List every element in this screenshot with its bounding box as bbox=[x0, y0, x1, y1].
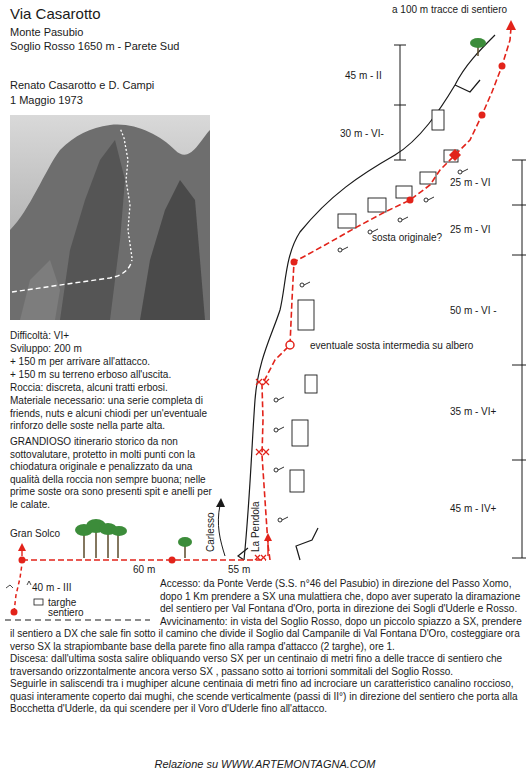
subtitle: Soglio Rosso 1650 m - Parete Sud bbox=[10, 39, 179, 53]
route-title: Via Casarotto bbox=[10, 5, 101, 23]
pitch-label: 50 m - VI - bbox=[450, 305, 497, 318]
info-paragraph: Materiale necessario: una serie completa… bbox=[10, 395, 215, 433]
pitch-bracket bbox=[512, 160, 526, 558]
distance-label: 60 m bbox=[133, 564, 155, 577]
info-paragraph: GRANDIOSO itinerario storico da non sott… bbox=[10, 436, 215, 511]
belay-note: eventuale sosta intermedia su albero bbox=[310, 340, 473, 353]
pitch-label: 45 m - IV+ bbox=[450, 503, 496, 516]
feature-name: Gran Solco bbox=[10, 528, 60, 541]
pitch-label: 45 m - II bbox=[345, 70, 382, 83]
pitch-label: 35 m - VI+ bbox=[450, 406, 496, 419]
approach-path bbox=[5, 498, 272, 620]
access-text: Accesso: da Ponte Verde (S.S. n°46 del P… bbox=[10, 578, 522, 616]
belay-note: sosta originale? bbox=[372, 232, 442, 245]
pitch-label: 30 m - VI- bbox=[340, 128, 384, 141]
route-name: La Pendola bbox=[250, 501, 263, 552]
info-line: Sviluppo: 200 m bbox=[10, 343, 82, 356]
info-line: + 150 m su terreno erboso all'uscita. bbox=[10, 369, 171, 382]
distance-label: 55 m bbox=[228, 564, 250, 577]
info-line: Roccia: discreta, alcuni tratti erbosi. bbox=[10, 382, 168, 395]
rock-blocks bbox=[290, 110, 458, 492]
info-line: + 150 m per arrivare all'attacco. bbox=[10, 356, 150, 369]
footer-credit: Relazione su WWW.ARTEMONTAGNA.COM bbox=[0, 757, 530, 771]
subtitle: Monte Pasubio bbox=[10, 25, 83, 39]
descent-text: Seguirle in saliscendi tra i mughiper al… bbox=[10, 678, 522, 716]
text-block: Accesso: da Ponte Verde (S.S. n°46 del P… bbox=[10, 578, 522, 716]
info-line: Difficoltà: VI+ bbox=[10, 330, 69, 343]
authors: Renato Casarotto e D. Campi bbox=[10, 78, 154, 92]
exit-note: a 100 m tracce di sentiero bbox=[392, 4, 507, 17]
pitch-label: 25 m - VI bbox=[450, 177, 491, 190]
route-name: Carlesso bbox=[205, 513, 218, 552]
descent-text: Discesa: dall'ultima sosta salire obliqu… bbox=[10, 653, 522, 678]
wall-profile bbox=[238, 35, 495, 560]
pitch-bracket bbox=[394, 45, 406, 160]
wall-photo bbox=[10, 115, 210, 320]
pitch-label: 25 m - VI bbox=[450, 224, 491, 237]
climbing-route bbox=[255, 20, 516, 560]
date: 1 Maggio 1973 bbox=[10, 93, 83, 107]
path-label: sentiero bbox=[48, 607, 84, 620]
approach-text: Avvicinamento: in vista del Soglio Rosso… bbox=[10, 616, 522, 654]
pitch-label: 40 m - III bbox=[32, 582, 71, 595]
